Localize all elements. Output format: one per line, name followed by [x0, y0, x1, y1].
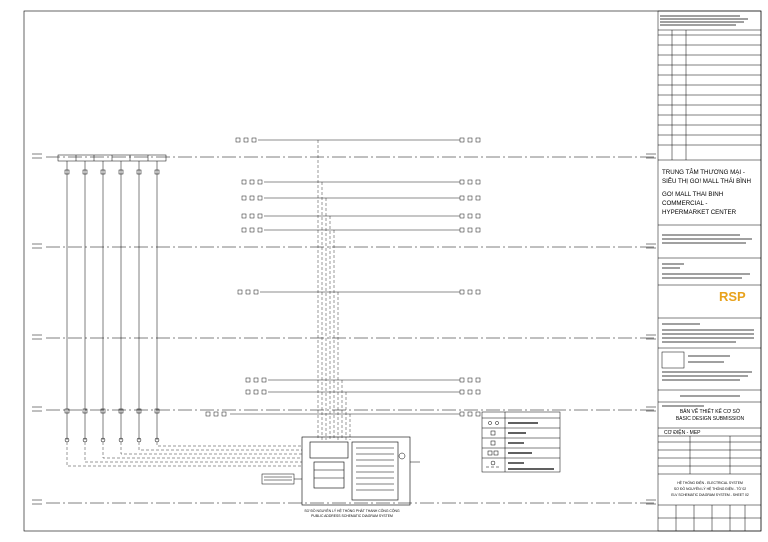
central-risers: [317, 140, 351, 440]
project-title-en-1: GO! MALL THAI BINH: [662, 191, 723, 198]
drawing-title-3: ELV SCHEMATIC DIAGRAM SYSTEM - SHEET 02: [671, 493, 749, 497]
speaker-groups-left: [205, 137, 267, 417]
pa-rack: [301, 436, 411, 506]
speaker-groups-right: [459, 137, 481, 417]
discipline-label: CƠ ĐIỆN - MEP: [664, 428, 701, 436]
stage-vi: BẢN VẼ THIẾT KẾ CƠ SỞ: [680, 408, 741, 415]
project-title-en-3: HYPERMARKET CENTER: [662, 209, 737, 216]
caption-vi: SƠ ĐỒ NGUYÊN LÝ HỆ THỐNG PHÁT THANH CÔNG…: [304, 508, 400, 513]
left-risers: [66, 161, 158, 440]
paging-console: [261, 452, 420, 485]
level-marks-left: [32, 153, 42, 505]
project-title-vi-1: TRUNG TÂM THƯƠNG MẠI -: [662, 169, 745, 176]
caption-en: PUBLIC ADDRESS SCHEMATIC DIAGRAM SYSTEM: [311, 514, 393, 518]
level-lines: [46, 156, 655, 504]
project-title-vi-2: SIÊU THỊ GO! MALL THÁI BÌNH: [662, 177, 751, 185]
title-block: [657, 10, 762, 532]
legend-table: [481, 411, 561, 473]
left-speakers-row1: [64, 169, 160, 175]
left-volume-row: [64, 437, 160, 443]
left-cables: [66, 442, 302, 467]
drawing-title-1: HỆ THỐNG ĐIỆN - ELECTRICAL SYSTEM: [677, 480, 743, 485]
schematic-area: [32, 137, 656, 506]
zone-header-row: [57, 154, 167, 162]
branch-lines: [230, 139, 460, 415]
drawing-title-2: SƠ ĐỒ NGUYÊN LÝ HỆ THỐNG ĐIỆN - TỜ 02: [674, 486, 746, 491]
left-speakers-row2: [64, 408, 160, 414]
architect-logo: RSP: [719, 289, 746, 304]
stage-en: BASIC DESIGN SUBMISSION: [676, 416, 745, 422]
project-title-en-2: COMMERCIAL -: [662, 200, 708, 207]
sheet-border: [23, 10, 762, 532]
level-marks-right: [646, 153, 656, 505]
